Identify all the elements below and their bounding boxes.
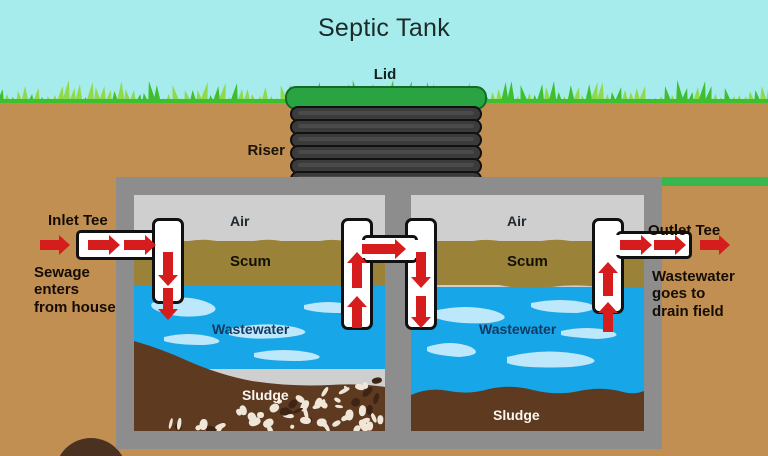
sludge-particle [372,392,381,404]
lid-highlight [576,177,768,186]
outlet-arrow-right-1 [620,235,652,255]
left-sludge-label: Sludge [242,387,289,403]
inlet-arrow-down-2 [158,288,178,320]
lid-label: Lid [373,66,397,83]
sludge-particle [279,406,290,416]
outlet-tee-title: Outlet Tee [648,222,721,239]
center-arrow-down [411,252,431,288]
outlet-arrow-right-2 [654,235,686,255]
inlet-arrow-down-1 [158,252,178,286]
center-arrow-down-outside [411,296,431,328]
inlet-arrow-outside [40,235,70,255]
sludge-particle [358,405,367,417]
riser-label: Riser [247,142,285,159]
outlet-tee-description: Wastewater goes to drain field [652,268,735,320]
left-wastewater-label: Wastewater [212,321,290,337]
outlet-arrow-up-2 [598,302,618,332]
buried-rock-shape [55,438,127,456]
inlet-desc-line-2: enters [34,281,80,299]
outlet-arrow-outside [700,235,730,255]
right-scum-bottom-wave [411,277,644,292]
sludge-particle [378,415,384,425]
left-scum-top-wave [134,239,385,247]
outlet-desc-line-3: drain field [652,302,724,320]
sludge-particle [319,385,330,398]
right-scum-label: Scum [507,253,548,270]
grass-blade [20,86,30,108]
sludge-particle [167,418,174,430]
sludge-particle [299,416,312,425]
sludge-particle [257,411,264,418]
inlet-arrow-1 [88,235,120,255]
inlet-tee-title: Inlet Tee [48,212,108,229]
sludge-particle [331,419,342,428]
outlet-desc-line-1: Wastewater [652,268,735,285]
left-sludge-layer [134,341,385,431]
riser-stack [290,106,482,187]
outlet-arrow-up-1 [598,262,618,296]
sludge-particle [335,404,344,409]
right-water-swirls [427,300,617,368]
center-arrow-right [362,239,406,259]
sludge-particle [333,396,342,404]
page-title: Septic Tank [317,14,451,42]
left-scum-label: Scum [230,253,271,270]
inlet-tee-description: Sewage enters from house [34,264,116,316]
inlet-desc-line-1: Sewage [34,264,90,281]
outlet-pipe-joint [596,235,620,255]
right-sludge-label: Sludge [493,407,540,423]
right-air-label: Air [507,213,527,229]
center-arrow-up-outside [347,296,367,328]
left-air-label: Air [230,213,250,229]
left-scum-bottom-wave [134,279,385,287]
right-scum-top-wave [411,239,644,247]
right-wastewater-label: Wastewater [479,321,557,337]
outlet-desc-line-2: goes to [652,285,706,303]
tank-interior: Air Scum Wastewater Sludge [134,195,644,431]
sludge-particle [289,424,295,430]
sludge-particle [316,417,328,427]
sludge-particle [371,376,383,385]
inlet-arrow-2 [124,235,156,255]
center-arrow-up [347,252,367,288]
right-sludge-layer [411,386,644,431]
inlet-desc-line-3: from house [34,298,116,316]
sludge-particle [345,409,355,421]
left-sludge-particles [134,335,385,431]
